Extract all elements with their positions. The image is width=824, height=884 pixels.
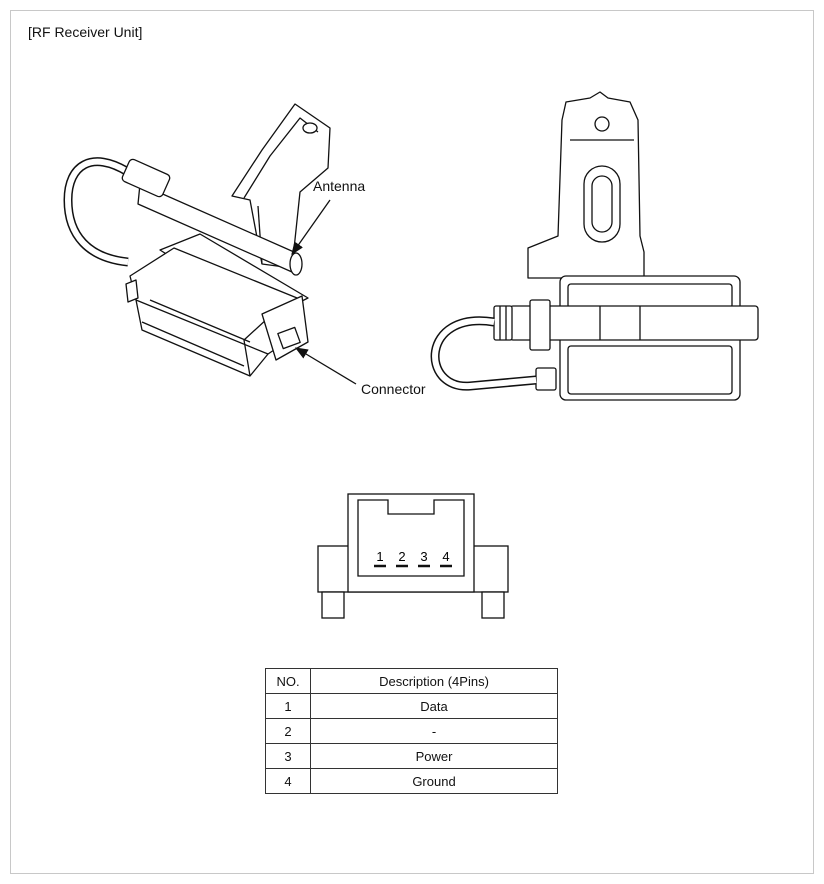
pin-label-1: 1 [376, 549, 383, 564]
connector-arrow [294, 347, 357, 385]
row-no: 3 [265, 743, 311, 769]
table-row: 1 Data [265, 693, 558, 719]
pin-label-4: 4 [442, 549, 449, 564]
diagram-frame [10, 10, 814, 874]
table-row: 3 Power [265, 743, 558, 769]
pin-label-2: 2 [398, 549, 405, 564]
row-description: Ground [310, 768, 558, 794]
table-row: 4 Ground [265, 768, 558, 794]
table-row: 2 - [265, 718, 558, 744]
receiver-right-view [430, 91, 759, 401]
row-description: Data [310, 693, 558, 719]
antenna-label: Antenna [313, 178, 366, 194]
pin-label-3: 3 [420, 549, 427, 564]
connector-label: Connector [361, 381, 426, 397]
pin-description-table: NO. Description (4Pins) 1 Data 2 - 3 Pow… [265, 668, 558, 794]
receiver-left-view [63, 103, 331, 377]
connector-face-drawing [317, 493, 509, 619]
row-no: 1 [265, 693, 311, 719]
row-no: 2 [265, 718, 311, 744]
row-no: 4 [265, 768, 311, 794]
header-description: Description (4Pins) [310, 668, 558, 694]
header-no: NO. [265, 668, 311, 694]
row-description: - [310, 718, 558, 744]
section-title: [RF Receiver Unit] [28, 24, 143, 40]
row-description: Power [310, 743, 558, 769]
table-header-row: NO. Description (4Pins) [265, 668, 558, 694]
antenna-arrow [291, 199, 331, 256]
